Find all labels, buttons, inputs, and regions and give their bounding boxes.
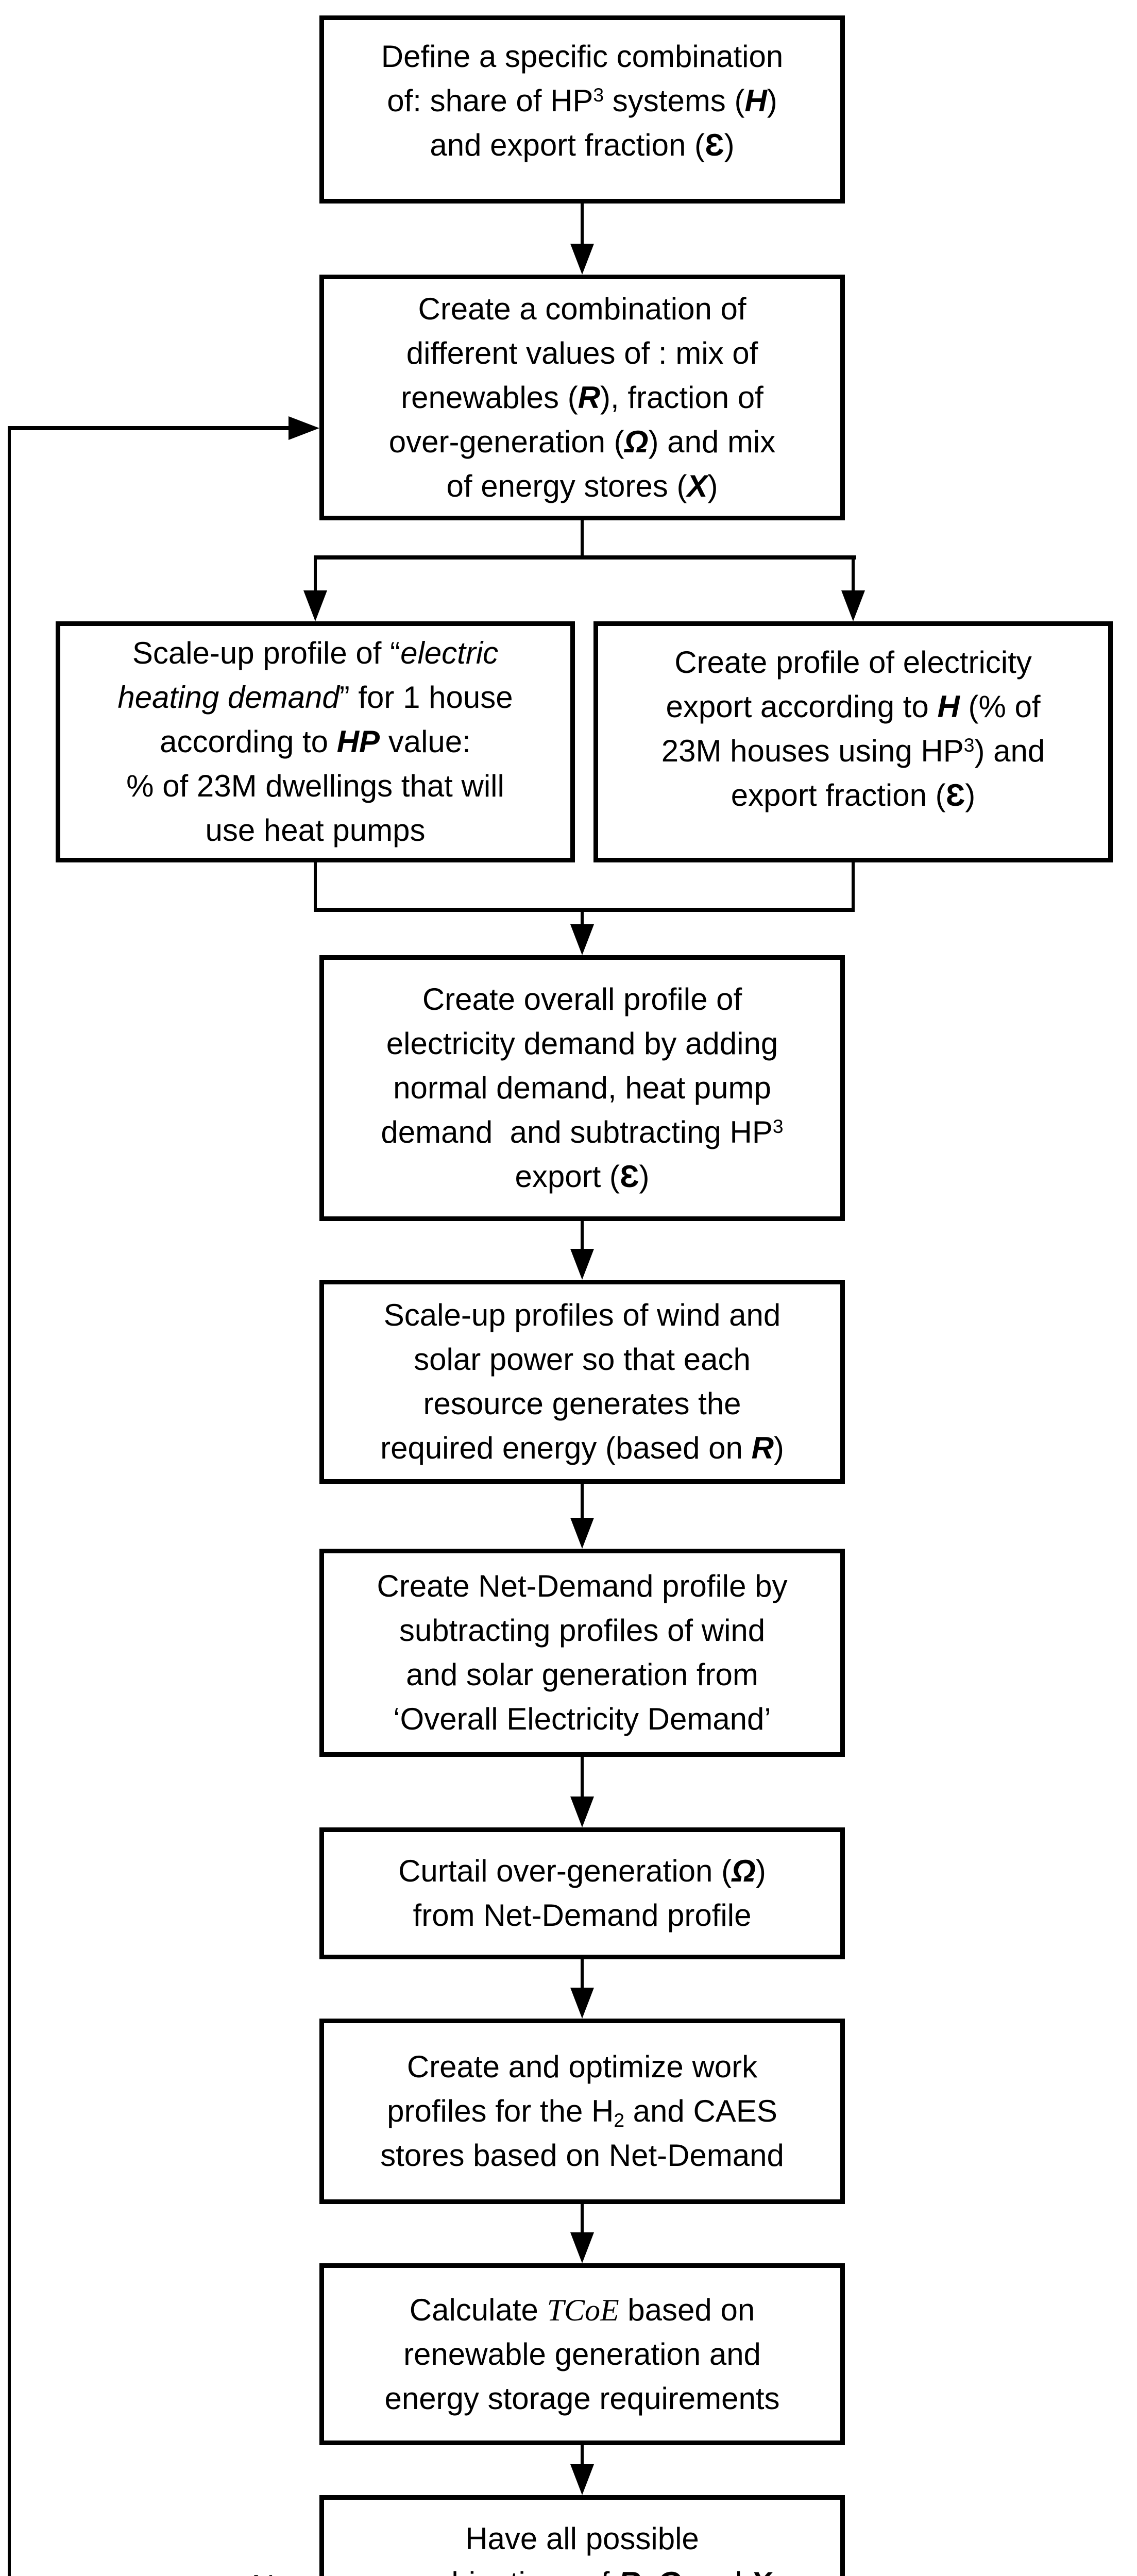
line-merge-right [852,862,855,912]
node-decision-all-combinations-text: Have all possiblecombinations of R, Ω an… [393,2521,771,2576]
arrow-define-to-combination-head [570,244,594,275]
arrow-branch-left-line [314,560,317,591]
arrow-branch-right-line [852,560,855,591]
arrow-loopback-to-combination-line [8,426,291,430]
arrow-windsolar-to-netdemand-line [581,1484,584,1519]
arrow-stores-to-tcoe-line [581,2204,584,2233]
line-branch-bar [314,555,856,560]
arrow-branch-left-head [303,590,327,621]
edge-label-no: No [231,2571,313,2576]
arrow-netdemand-to-curtail-line [581,1757,584,1798]
arrow-netdemand-to-curtail-head [570,1797,594,1827]
line-merge-bar [314,908,855,912]
arrow-tcoe-to-decision-line [581,2445,584,2465]
node-decision-all-combinations: Have all possiblecombinations of R, Ω an… [319,2495,845,2576]
arrow-overall-to-windsolar-head [570,1249,594,1280]
arrow-merge-to-overall-demand-line [581,912,584,925]
arrow-tcoe-to-decision-head [570,2464,594,2495]
arrow-curtail-to-stores-line [581,1959,584,1989]
node-curtail-overgeneration-text: Curtail over-generation (Ω)from Net-Dema… [398,1854,766,1933]
node-curtail-overgeneration: Curtail over-generation (Ω)from Net-Dema… [319,1827,845,1959]
line-branch-stem [581,520,584,560]
arrow-define-to-combination-line [581,204,584,245]
arrow-loopback-to-combination-head [289,416,319,440]
arrow-merge-to-overall-demand-head [570,924,594,955]
line-loopback-vertical [8,428,11,2576]
arrow-overall-to-windsolar-line [581,1221,584,1250]
arrow-windsolar-to-netdemand-head [570,1518,594,1549]
arrow-branch-right-head [841,590,865,621]
arrow-curtail-to-stores-head [570,1988,594,2019]
arrow-stores-to-tcoe-head [570,2232,594,2263]
line-merge-left [314,862,317,912]
